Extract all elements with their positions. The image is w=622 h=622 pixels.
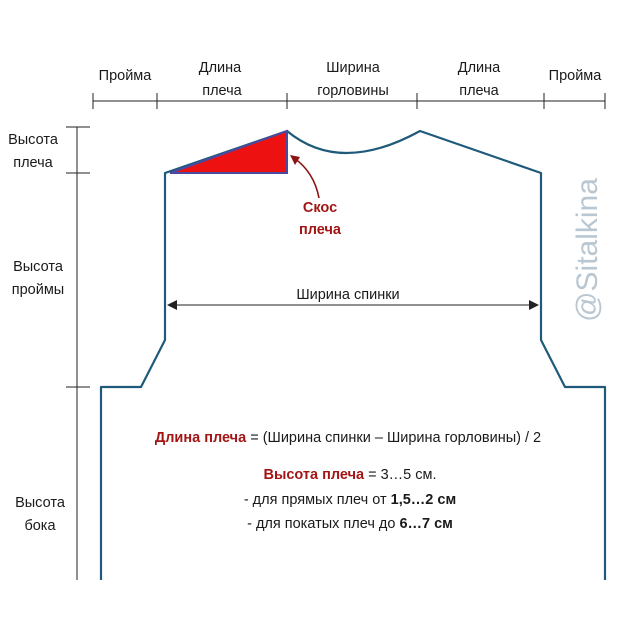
label-vysota-proymy-2: проймы [12,282,64,298]
label-shirina-gorloviny-2: горловины [317,83,389,99]
top-dimension-line [92,93,606,109]
label-vysota-boka-2: бока [24,518,56,534]
formula-line-2: Высота плеча = 3…5 см. [0,467,622,483]
label-dlina-plecha-right-2: плеча [459,83,499,99]
formula-rest-1: = (Ширина спинки – Ширина горловины) / 2 [246,430,542,446]
annotation-skos: Скос [303,200,337,216]
label-dlina-plecha-left-1: Длина [199,60,242,76]
shoulder-slope-triangle [169,129,288,174]
formula-text-4: - для покатых плеч до [247,516,400,532]
left-dimension-line [66,126,90,580]
watermark-text: @Sitalkina [571,178,604,322]
label-vysota-plecha-2: плеча [13,155,53,171]
formula-line-1: Длина плеча = (Ширина спинки – Ширина го… [0,430,622,446]
watermark: @Sitalkina [571,178,604,322]
formula-term-dlina-plecha: Длина плеча [154,430,247,446]
formula-value-4: 6…7 см [399,516,453,532]
back-width-arrow [167,300,539,310]
formula-text-3: - для прямых плеч от [243,492,391,508]
label-shirina-gorloviny-1: Ширина [326,60,381,76]
formula-rest-2: = 3…5 см. [364,467,437,483]
label-proyma-left: Пройма [99,68,153,84]
formula-line-3: - для прямых плеч от 1,5…2 см [0,492,622,508]
label-dlina-plecha-right-1: Длина [458,60,501,76]
label-dlina-plecha-left-2: плеча [202,83,242,99]
formula-term-vysota-plecha: Высота плеча [263,467,365,483]
label-proyma-right: Пройма [549,68,603,84]
annotation-arrow [290,155,320,199]
annotation-plecha: плеча [299,222,342,238]
label-vysota-boka-1: Высота [15,495,66,511]
formula-line-4: - для покатых плеч до 6…7 см [0,516,622,532]
garment-outline [99,129,607,580]
formula-value-3: 1,5…2 см [390,492,457,508]
label-vysota-proymy-1: Высота [13,259,64,275]
label-shirina-spinki: Ширина спинки [296,287,399,303]
label-vysota-plecha-1: Высота [8,132,59,148]
